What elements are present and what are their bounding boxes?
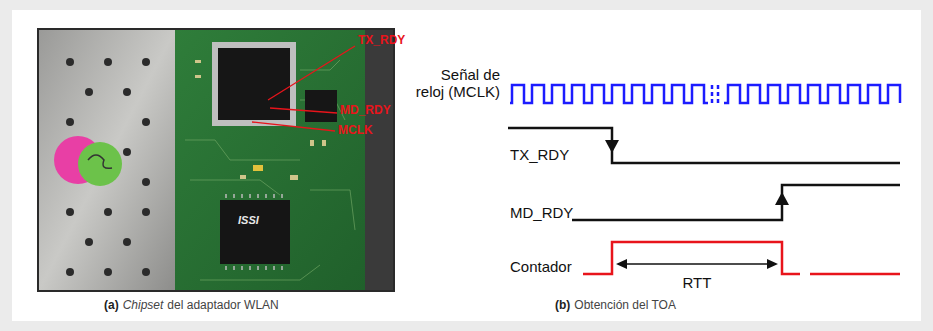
caption-number: (a) xyxy=(104,299,119,313)
interval-label: RTT xyxy=(683,274,712,291)
caption-number: (b) xyxy=(555,299,570,313)
caption-text: Obtención del TOA xyxy=(574,299,676,313)
pin-label: MCLK xyxy=(338,124,373,138)
pin-label: MD_RDY xyxy=(340,104,391,118)
caption-text: del adaptador WLAN xyxy=(167,299,278,313)
pin-label: TX_RDY xyxy=(358,34,405,48)
signal-name: Contador xyxy=(510,258,572,275)
signal-name: Señal de reloj (MCLK) xyxy=(412,66,500,101)
signal-name: MD_RDY xyxy=(510,204,573,221)
chip-marking: ISSI xyxy=(238,214,259,227)
signal-name: TX_RDY xyxy=(510,146,569,163)
caption-text: Chipset xyxy=(123,299,164,313)
